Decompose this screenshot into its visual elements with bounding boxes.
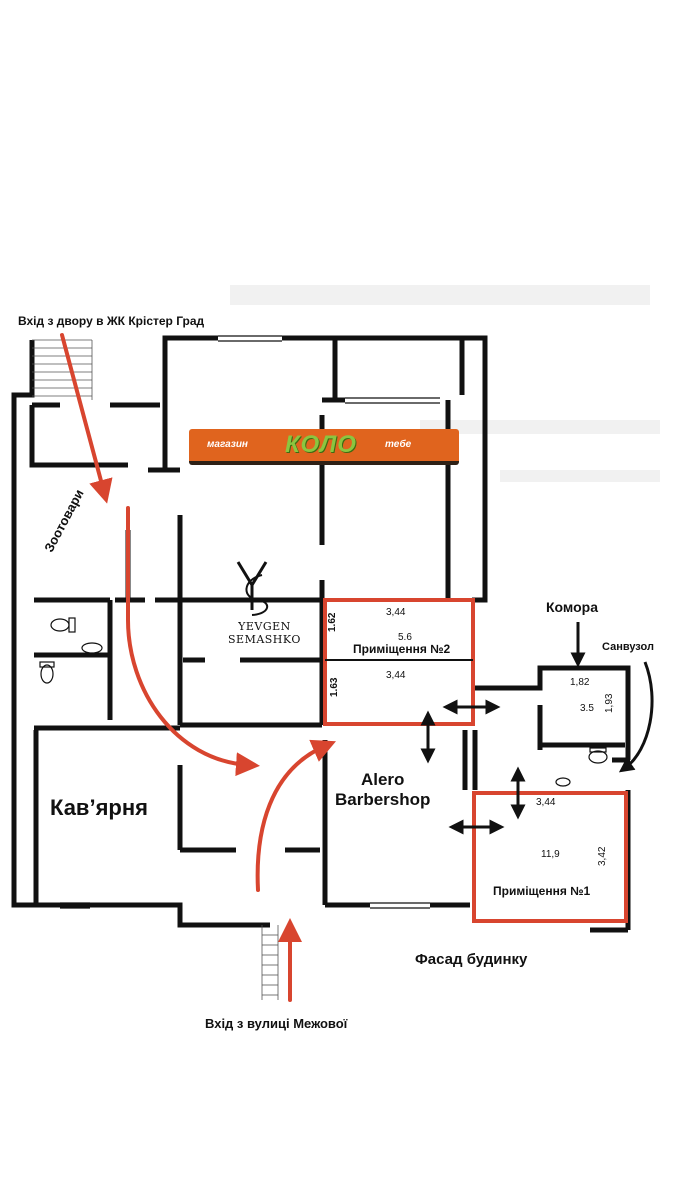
storage-label: Комора xyxy=(546,599,598,615)
barbershop-label-line2: Barbershop xyxy=(335,789,431,809)
room2-name: Приміщення №2 xyxy=(353,642,451,656)
room1-area: 11,9 xyxy=(541,849,560,860)
indicator-arrows xyxy=(420,622,654,835)
faded-background-print xyxy=(230,285,660,482)
storage-height: 1,93 xyxy=(604,693,615,713)
storage-width: 1,82 xyxy=(570,677,590,688)
room2-top-width: 3,44 xyxy=(386,607,406,618)
barbershop-label-line1: Alero xyxy=(360,770,405,789)
kolo-store-banner: магазин КОЛО тебе xyxy=(189,429,459,465)
highlighted-rooms xyxy=(323,598,628,923)
facade-label: Фасад будинку xyxy=(415,951,528,968)
room1-name: Приміщення №1 xyxy=(493,884,591,898)
kolo-brand-logo: КОЛО xyxy=(285,431,357,458)
windows xyxy=(60,335,440,909)
room1-right-height: 3,42 xyxy=(597,846,608,866)
entrance-arrows xyxy=(60,333,336,1002)
salon-name: YEVGEN SEMASHKO xyxy=(228,620,301,646)
courtyard-entrance-label: Вхід з двору в ЖК Крістер Град xyxy=(18,314,205,328)
storage-area: 3.5 xyxy=(580,703,594,714)
cafe-label: Кав’ярня xyxy=(50,795,148,820)
barbershop-label: Alero Barbershop xyxy=(335,770,430,809)
salon-name-line1: YEVGEN xyxy=(238,620,291,633)
room2-bottom-width: 3,44 xyxy=(386,670,406,681)
room2-area: 5.6 xyxy=(398,632,412,643)
room2-left-upper-dim: 1.62 xyxy=(327,612,338,632)
kolo-right-text: тебе xyxy=(385,439,412,450)
toilet-icon xyxy=(39,617,608,787)
stairs-top xyxy=(32,339,93,400)
stairs-bottom xyxy=(261,925,279,1000)
kolo-left-text: магазин xyxy=(207,439,248,450)
street-entrance-label: Вхід з вулиці Межової xyxy=(205,1016,348,1031)
salon-monogram-icon xyxy=(236,561,268,616)
wc-label: Санвузол xyxy=(602,641,654,653)
room2-left-lower-dim: 1.63 xyxy=(329,677,340,697)
salon-name-line2: SEMASHKO xyxy=(228,633,301,647)
room1-top-width: 3,44 xyxy=(536,797,556,808)
